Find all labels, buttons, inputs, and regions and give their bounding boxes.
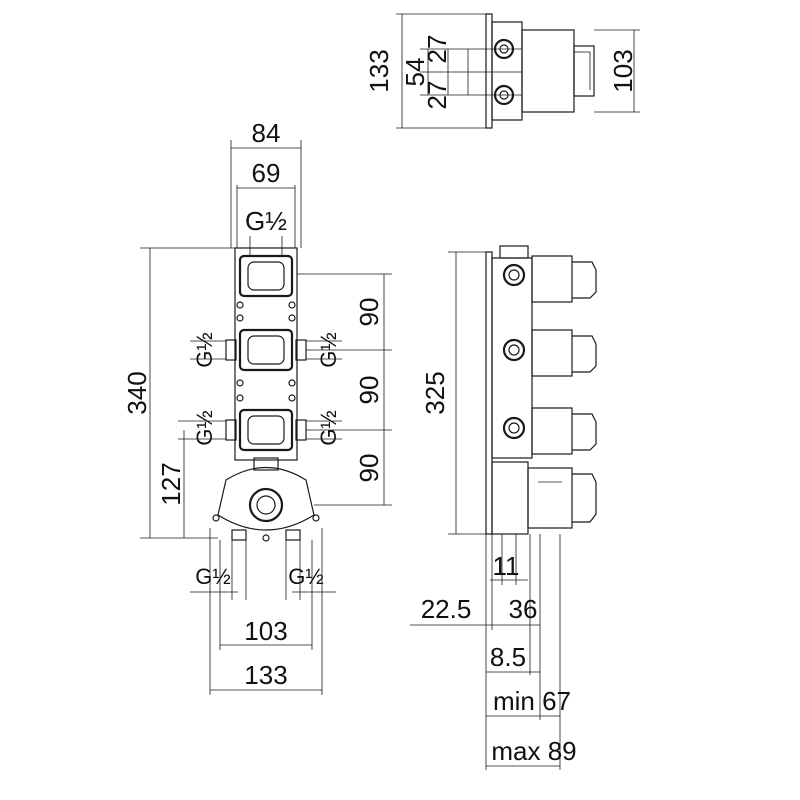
side-dim-36: 36 [509, 594, 538, 624]
side-housing-2 [531, 329, 573, 377]
side-plate [485, 251, 493, 535]
top-view-plate [485, 13, 493, 129]
side-connection-1 [502, 263, 526, 287]
front-frame [234, 247, 298, 461]
side-connection-2 [502, 338, 526, 362]
front-dim-84: 84 [252, 118, 281, 148]
side-view: 325 11 22.5 36 8.5 min 67 max 89 [410, 245, 597, 770]
top-dim-27-lower: 27 [422, 81, 452, 110]
top-dim-54: 54 [400, 58, 430, 87]
side-dim-min-67: min 67 [493, 686, 571, 716]
top-view: 133 54 27 27 103 [364, 13, 640, 129]
front-thread-top: G½ [245, 206, 287, 236]
front-dim-103: 103 [244, 616, 287, 646]
front-thread-left-2: G½ [192, 410, 217, 445]
side-dim-22-5: 22.5 [421, 594, 472, 624]
front-valve-3 [238, 408, 294, 452]
side-mixer-body [491, 461, 529, 535]
top-dim-103: 103 [608, 49, 638, 92]
side-dim-325: 325 [420, 371, 450, 414]
front-valve-2 [238, 328, 294, 372]
top-view-housing [521, 29, 575, 113]
front-dim-90-2: 90 [354, 376, 384, 405]
side-connection-3 [502, 416, 526, 440]
side-dim-max-89: max 89 [491, 736, 576, 766]
side-housing-3 [531, 407, 573, 455]
front-thread-bottom-left: G½ [195, 564, 230, 589]
front-dim-127: 127 [156, 462, 186, 505]
front-view: 84 69 G½ G½ G½ [122, 118, 392, 695]
front-dim-340: 340 [122, 371, 152, 414]
top-dim-133: 133 [364, 49, 394, 92]
side-dim-8-5: 8.5 [490, 642, 526, 672]
top-view-cap [573, 45, 595, 97]
side-dim-11: 11 [493, 551, 520, 581]
front-dim-69: 69 [252, 158, 281, 188]
side-housing-1 [531, 255, 573, 303]
front-dim-90-3: 90 [354, 454, 384, 483]
front-thread-bottom-right: G½ [288, 564, 323, 589]
side-body [491, 257, 533, 459]
front-dim-90-1: 90 [354, 298, 384, 327]
front-thread-left-1: G½ [192, 332, 217, 367]
front-mixer-cartridge [248, 487, 284, 523]
front-valve-1 [238, 254, 294, 298]
front-thread-right-2: G½ [316, 410, 341, 445]
side-mixer-housing [527, 467, 573, 529]
front-dim-133: 133 [244, 660, 287, 690]
top-dim-27-upper: 27 [422, 35, 452, 64]
top-view-body [491, 21, 523, 121]
